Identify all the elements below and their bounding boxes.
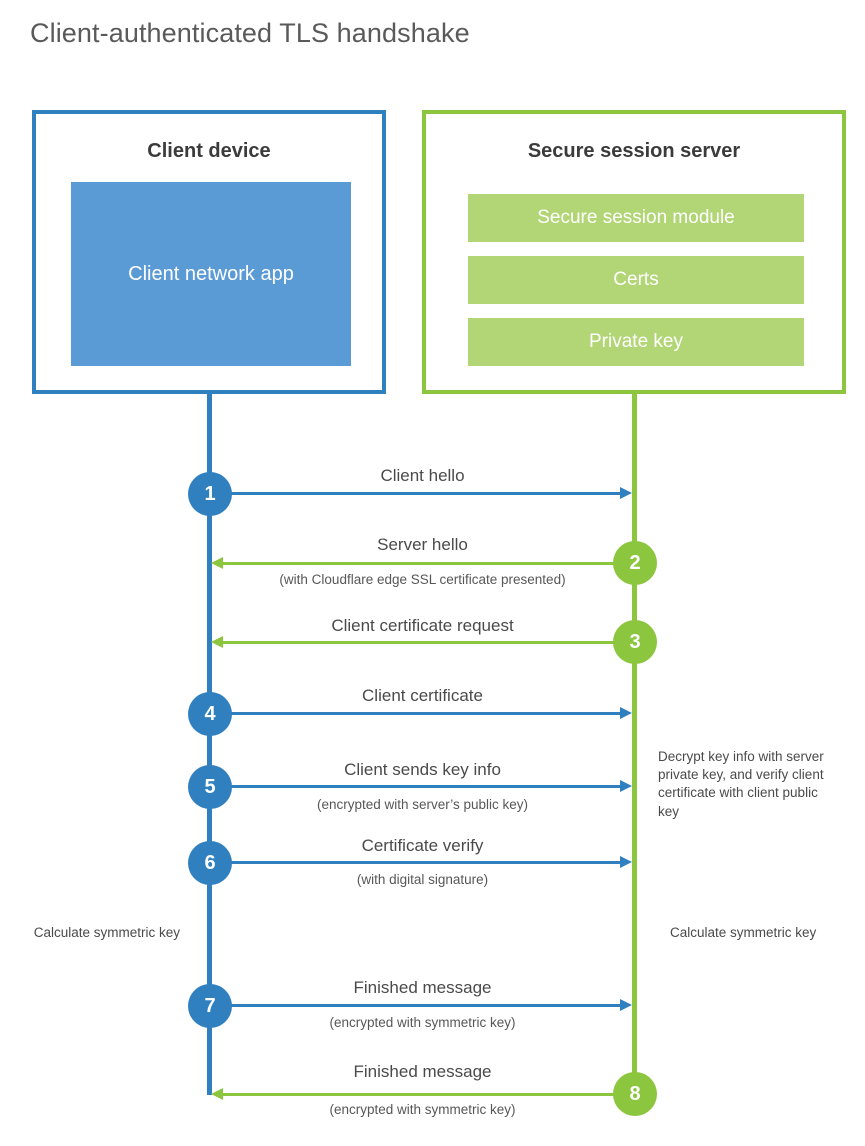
arrow-shaft [210,492,621,495]
step-1-arrow [210,487,632,499]
step-1-label: Client hello [380,466,465,485]
step-6-sublabel: (with digital signature) [356,872,489,887]
client-network-app-box: Client network app [71,182,351,366]
arrow-head-icon [211,636,223,648]
client-device-title: Client device [147,140,271,162]
step-3-label: Client certificate request [331,616,514,635]
step-3-arrow [211,636,634,648]
server-calculate-symmetric-key-note: Calculate symmetric key [670,925,817,940]
step-2-sublabel: (with Cloudflare edge SSL certificate pr… [279,572,566,587]
arrow-head-icon [620,487,632,499]
server-bar-private-key: Private key [468,318,804,366]
step-4-arrow [210,707,632,719]
client-calculate-symmetric-key-note: Calculate symmetric key [33,925,180,940]
arrow-shaft [210,861,621,864]
arrow-shaft [210,1004,621,1007]
client-device-panel: Client device Client network app [32,110,386,394]
step-5-label: Client sends key info [344,760,501,779]
secure-session-server-panel: Secure session server Secure session mod… [422,110,846,394]
step-6-label: Certificate verify [361,836,484,855]
step-5-sublabel: (encrypted with server’s public key) [316,797,529,812]
step-2-marker[interactable]: 2 [613,541,657,585]
arrow-shaft [210,712,621,715]
arrow-head-icon [620,999,632,1011]
step-7-sublabel: (encrypted with symmetric key) [329,1015,516,1030]
step-2-arrow [211,557,634,569]
server-bar-certs: Certs [468,256,804,304]
step-4-marker[interactable]: 4 [188,692,232,736]
arrow-shaft [222,1093,634,1096]
step-8-sublabel: (encrypted with symmetric key) [329,1102,516,1117]
step-7-marker[interactable]: 7 [188,984,232,1028]
step-5-marker[interactable]: 5 [188,765,232,809]
arrow-shaft [222,641,634,644]
server-lifeline [632,393,637,1095]
step-2-label: Server hello [377,535,468,554]
arrow-head-icon [620,707,632,719]
arrow-head-icon [211,1088,223,1100]
step-1-marker[interactable]: 1 [188,472,232,516]
step-6-marker[interactable]: 6 [188,841,232,885]
step-6-arrow [210,856,632,868]
server-bar-secure-session-module: Secure session module [468,194,804,242]
step-8-marker[interactable]: 8 [613,1072,657,1116]
arrow-shaft [222,562,634,565]
step-7-arrow [210,999,632,1011]
arrow-head-icon [620,856,632,868]
step-4-label: Client certificate [362,686,483,705]
server-decrypt-note: Decrypt key info with server private key… [658,749,824,819]
step-7-label: Finished message [353,978,492,997]
step-8-label: Finished message [353,1062,492,1081]
step-5-arrow [210,780,632,792]
step-8-arrow [211,1088,634,1100]
page-title: Client-authenticated TLS handshake [30,18,470,48]
arrow-shaft [210,785,621,788]
step-3-marker[interactable]: 3 [613,620,657,664]
secure-session-server-title: Secure session server [527,140,741,162]
arrow-head-icon [211,557,223,569]
client-lifeline [207,393,212,1095]
arrow-head-icon [620,780,632,792]
